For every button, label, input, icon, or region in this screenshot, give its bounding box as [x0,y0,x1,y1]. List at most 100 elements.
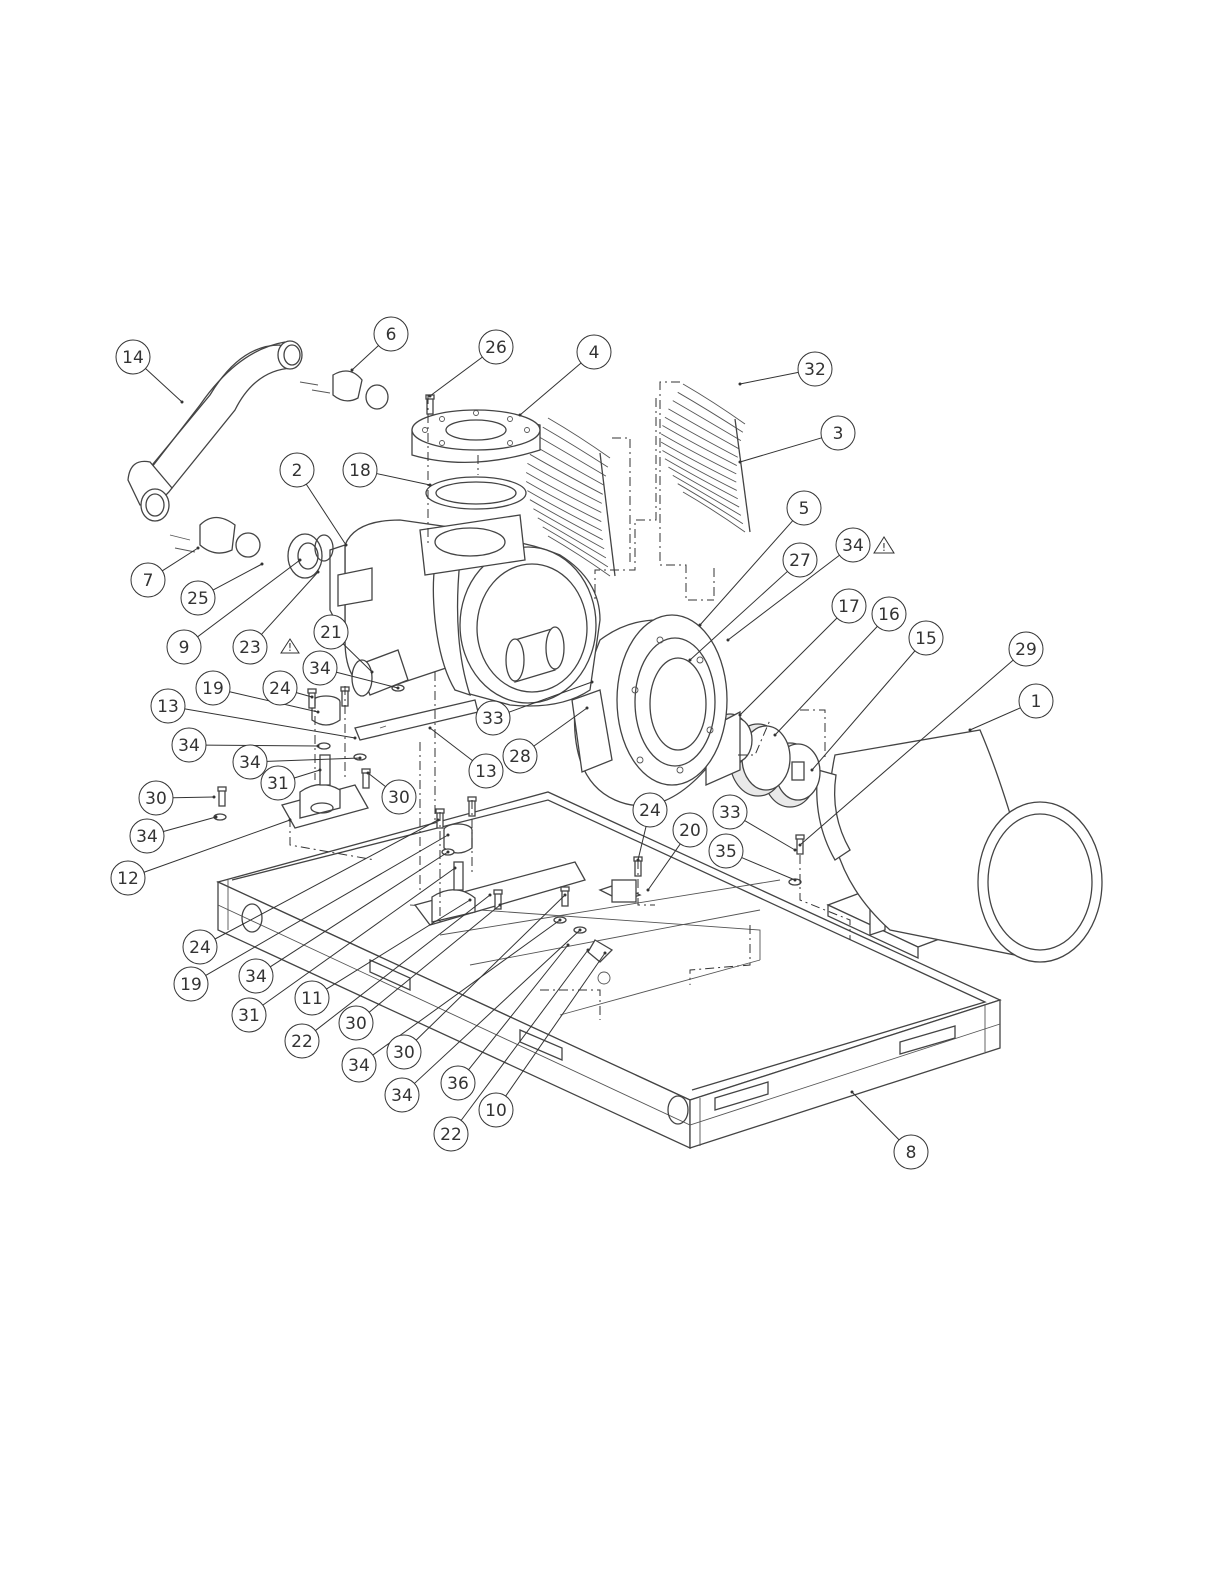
callout-balloon: 24 [263,671,297,705]
balloon-label: 10 [485,1101,507,1121]
leader-dot [689,659,692,662]
screen-slat [533,445,604,485]
leader-dot [429,395,432,398]
leader-line [728,555,839,640]
screen-slat [661,434,736,474]
leader-dot [397,687,400,690]
leader-line [261,572,318,634]
callout-balloon: 36 [441,1066,475,1100]
balloon-label: 33 [719,803,741,823]
balloon-label: 19 [180,975,202,995]
callout-balloon: 35 [709,834,743,868]
leader-line [352,346,379,370]
screen-edge [735,419,750,532]
callout-balloon: 33 [713,795,747,829]
callout-balloon: 30 [339,1006,373,1040]
balloon-label: 22 [291,1032,313,1052]
callout-balloon: 28 [503,739,537,773]
leader-dot [794,849,797,852]
leader-dot [969,729,972,732]
callout-balloon: 4 [577,335,611,369]
screen-edge [600,453,615,576]
mount-rail-upper [355,700,478,740]
balloon-label: 2 [292,461,303,481]
inlet-pipe [128,341,302,521]
leader-line [690,571,787,660]
callout-balloon: 34 [385,1078,419,1112]
callout-balloon: 24 [183,930,217,964]
balloon-label: 17 [838,597,860,617]
balloon-label: 7 [143,571,154,591]
callout-balloon: 30 [387,1035,421,1069]
leader-dot [213,796,216,799]
leader-dot [197,547,200,550]
callout-balloon: 5 [787,491,821,525]
leader-line [146,368,182,402]
revision-flag: ! [874,537,894,554]
inlet-flange [412,410,540,462]
callout-balloon: 34 [303,651,337,685]
leader-line [430,728,473,761]
leader-line [162,548,198,571]
balloon-label: 29 [1015,640,1037,660]
callout-balloon: 29 [1009,632,1043,666]
leader-dot [317,711,320,714]
balloon-label: 31 [238,1006,260,1026]
callout-balloon: 13 [469,754,503,788]
leader-dot [454,867,457,870]
screen-slat [530,454,603,494]
leader-line [742,858,795,880]
balloon-label: 36 [447,1074,469,1094]
callout-balloon: 24 [633,793,667,827]
balloon-label: 3 [833,424,844,444]
balloon-label: 34 [136,827,158,847]
balloon-label: 34 [391,1086,413,1106]
leader-dot [794,879,797,882]
leader-dot [699,624,702,627]
callout-balloon: 34 [172,728,206,762]
leader-dot [739,714,742,717]
balloon-label: 1 [1031,692,1042,712]
balloon-label: 34 [842,536,864,556]
leader-line [775,626,877,735]
leader-dot [559,919,562,922]
bolt-head [218,787,226,791]
leader-dot [447,851,450,854]
callout-balloon: 31 [261,766,295,800]
leader-dot [354,737,357,740]
screen-slat [548,418,610,458]
screen-slat [538,436,606,476]
callout-balloon: 30 [382,780,416,814]
washer [318,743,330,749]
callout-balloon: 2 [280,453,314,487]
silencer-flange [288,534,333,578]
leader-line [294,770,320,778]
leader-dot [181,401,184,404]
callout-balloon: 7 [131,563,165,597]
bolt-head [561,887,569,891]
leader-dot [647,889,650,892]
callout-balloon: 34 [130,819,164,853]
leader-dot [591,681,594,684]
callout-balloon: 14 [116,340,150,374]
guard-screen-right [661,384,750,532]
leader-dot [739,383,742,386]
callout-balloon: 16 [872,597,906,631]
leader-dot [317,571,320,574]
balloon-label: 18 [349,461,371,481]
leader-dot [586,707,589,710]
screen-slat [661,442,736,482]
leader-dot [261,563,264,566]
bolt [219,790,225,806]
leader-dot [429,484,432,487]
bolt [562,890,568,906]
leader-dot [317,745,320,748]
leader-dot [637,859,640,862]
leader-dot [579,929,582,932]
leader-dot [799,844,802,847]
balloon-label: 34 [309,659,331,679]
balloon-label: 16 [878,605,900,625]
leader-line [267,758,360,761]
callout-balloon: 22 [434,1117,468,1151]
callout-balloon: 17 [832,589,866,623]
